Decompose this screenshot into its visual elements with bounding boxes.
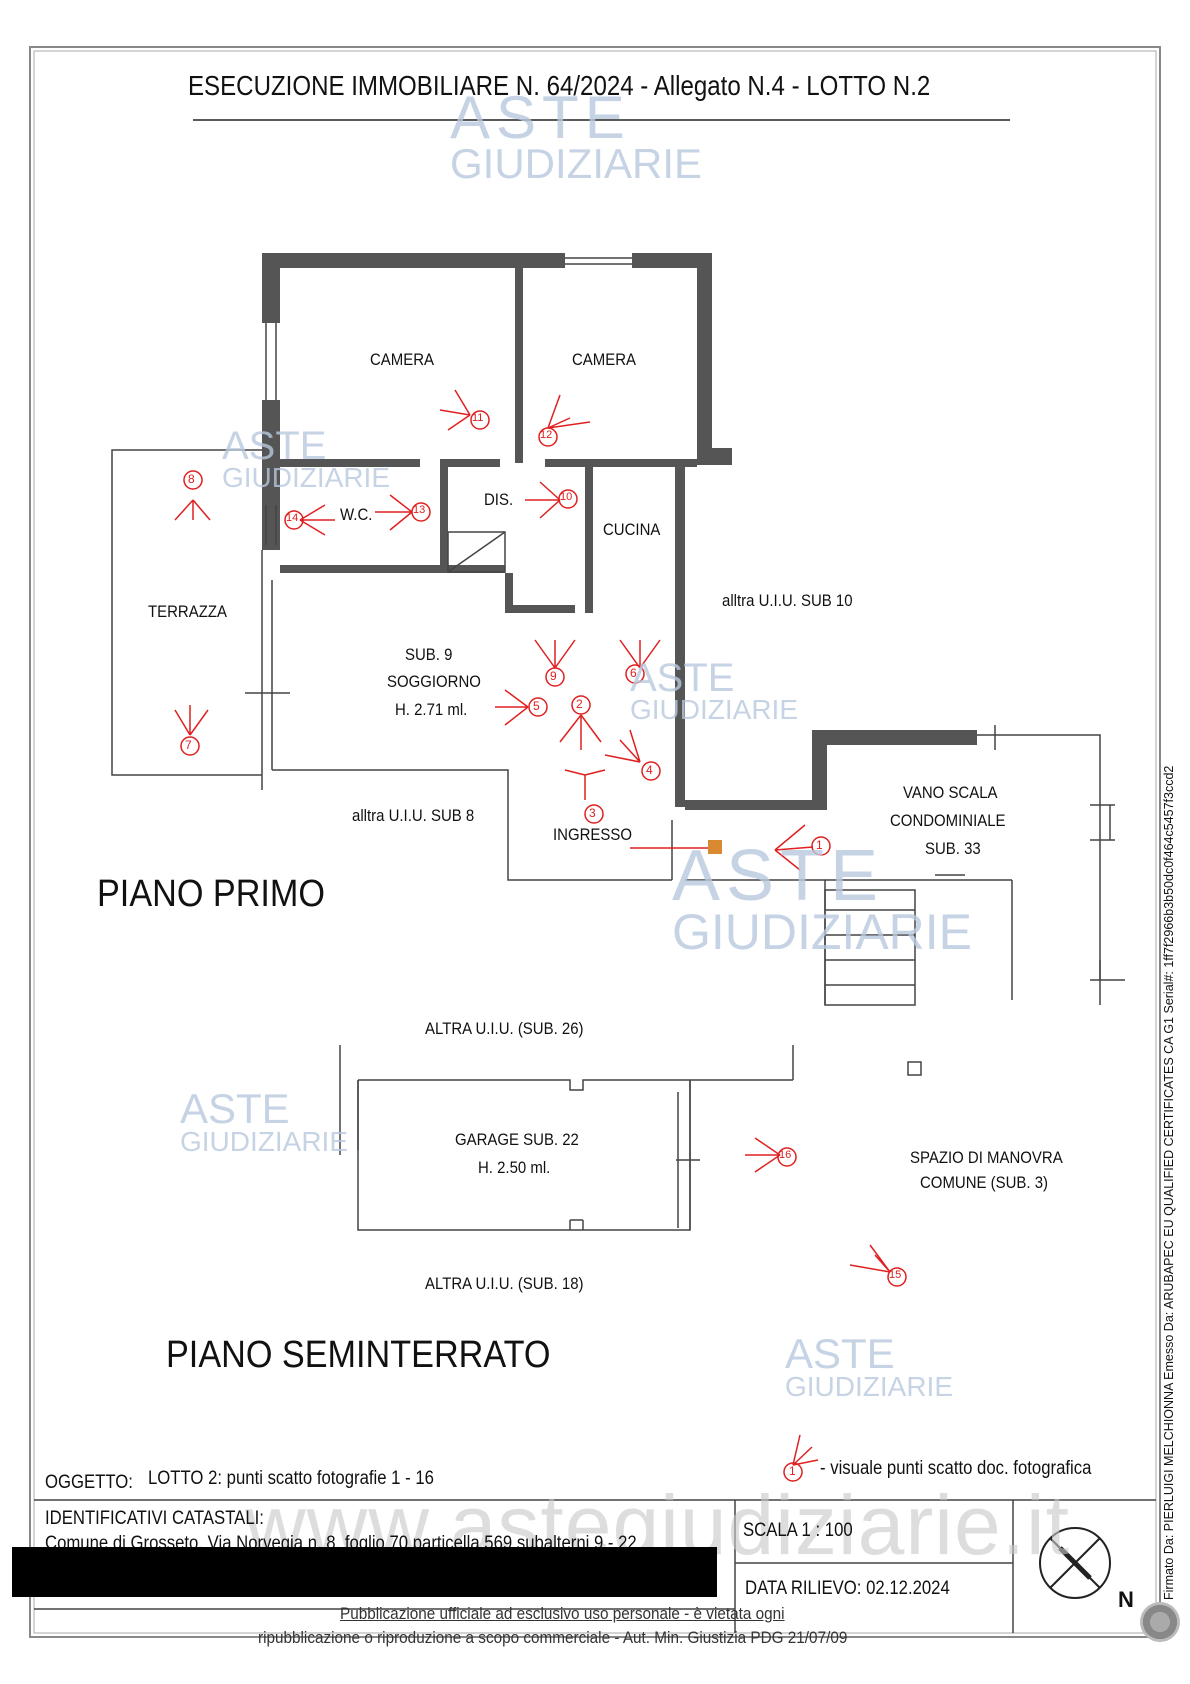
- label-wc: W.C.: [340, 505, 373, 524]
- marker-label-1: 1: [816, 838, 823, 852]
- label-garage-height: H. 2.50 ml.: [478, 1158, 551, 1177]
- label-sub33: SUB. 33: [925, 839, 981, 858]
- marker-label-13: 13: [413, 504, 426, 516]
- label-garage: GARAGE SUB. 22: [455, 1130, 579, 1149]
- label-sub9: SUB. 9: [405, 645, 453, 664]
- marker-arrow-8: [174, 499, 211, 521]
- marker-arrow-3: [564, 769, 606, 800]
- marker-arrow-7: [174, 705, 209, 736]
- marker-arrow-16: [745, 1137, 781, 1173]
- marker-label-8: 8: [188, 472, 195, 486]
- marker-label-16: 16: [779, 1149, 792, 1161]
- marker-label-3: 3: [589, 806, 596, 820]
- label-comune-sub3: COMUNE (SUB. 3): [920, 1173, 1049, 1192]
- data-rilievo: DATA RILIEVO: 02.12.2024: [745, 1578, 950, 1599]
- redaction-box: [12, 1547, 717, 1597]
- oggetto-value: LOTTO 2: punti scatto fotografie 1 - 16: [148, 1468, 434, 1489]
- oggetto-label: OGGETTO:: [45, 1472, 133, 1493]
- marker-arrow-10: [525, 481, 561, 519]
- label-camera-1: CAMERA: [370, 350, 435, 369]
- label-soggiorno: SOGGIORNO: [387, 672, 481, 691]
- label-cucina: CUCINA: [603, 520, 661, 539]
- label-vano-scala: VANO SCALA: [903, 783, 998, 802]
- marker-label-2: 2: [576, 697, 583, 711]
- label-condominiale: CONDOMINIALE: [890, 811, 1006, 830]
- legend-marker-label: 1: [789, 1464, 796, 1478]
- marker-arrow-5: [495, 689, 529, 726]
- label-spazio-manovra: SPAZIO DI MANOVRA: [910, 1148, 1063, 1167]
- marker-label-5: 5: [533, 699, 540, 713]
- door-hatch-icon: [708, 840, 722, 854]
- marker-label-12: 12: [540, 429, 553, 441]
- thin-lines: [34, 257, 1156, 1633]
- marker-arrow-4: [604, 729, 641, 763]
- marker-arrow-11: [439, 389, 471, 431]
- label-altra-sub26: ALTRA U.I.U. (SUB. 26): [425, 1019, 584, 1038]
- label-soggiorno-height: H. 2.71 ml.: [395, 700, 468, 719]
- floor-title-seminterrato: PIANO SEMINTERRATO: [166, 1334, 551, 1376]
- marker-arrow-2: [559, 714, 602, 750]
- label-altra-sub8: alltra U.I.U. SUB 8: [352, 806, 475, 825]
- footer-line-1: Pubblicazione ufficiale ad esclusivo uso…: [340, 1604, 785, 1623]
- marker-arrow-1: [774, 824, 814, 871]
- marker-arrow-9: [534, 639, 576, 669]
- marker-label-9: 9: [550, 669, 557, 683]
- page-title: ESECUZIONE IMMOBILIARE N. 64/2024 - Alle…: [188, 70, 931, 101]
- seal-badge-icon: [1140, 1602, 1180, 1642]
- marker-arrow-12: [547, 394, 591, 429]
- marker-arrow-15: [849, 1244, 891, 1273]
- label-dis: DIS.: [484, 490, 514, 509]
- marker-label-11: 11: [472, 412, 484, 424]
- label-altra-sub10: alltra U.I.U. SUB 10: [722, 591, 853, 610]
- legend-text: - visuale punti scatto doc. fotografica: [820, 1458, 1092, 1479]
- marker-label-15: 15: [889, 1269, 902, 1281]
- marker-arrow-14: [299, 504, 335, 536]
- catastali-label: IDENTIFICATIVI CATASTALI:: [45, 1508, 264, 1529]
- floor-title-primo: PIANO PRIMO: [97, 873, 326, 915]
- label-camera-2: CAMERA: [572, 350, 637, 369]
- digital-signature: Firmato Da: PIERLUIGI MELCHIONNA Emesso …: [1162, 765, 1176, 1600]
- label-altra-sub18: ALTRA U.I.U. (SUB. 18): [425, 1274, 584, 1293]
- label-terrazza: TERRAZZA: [148, 602, 227, 621]
- marker-arrow-6: [619, 639, 661, 669]
- label-ingresso: INGRESSO: [553, 825, 632, 844]
- marker-arrow-13: [375, 494, 413, 531]
- north-arrow-icon: [1039, 1527, 1111, 1599]
- marker-label-10: 10: [560, 491, 573, 503]
- scala-value: SCALA 1 : 100: [743, 1520, 853, 1541]
- legend-arrow: [792, 1434, 819, 1466]
- north-label: N: [1118, 1587, 1134, 1612]
- page-frame: [29, 46, 1161, 1638]
- footer-line-2: ripubblicazione o riproduzione a scopo c…: [258, 1628, 848, 1647]
- photo-markers: [174, 389, 907, 1482]
- marker-label-4: 4: [646, 763, 653, 777]
- marker-label-7: 7: [185, 738, 192, 752]
- marker-label-14: 14: [286, 512, 299, 524]
- marker-label-6: 6: [630, 666, 637, 680]
